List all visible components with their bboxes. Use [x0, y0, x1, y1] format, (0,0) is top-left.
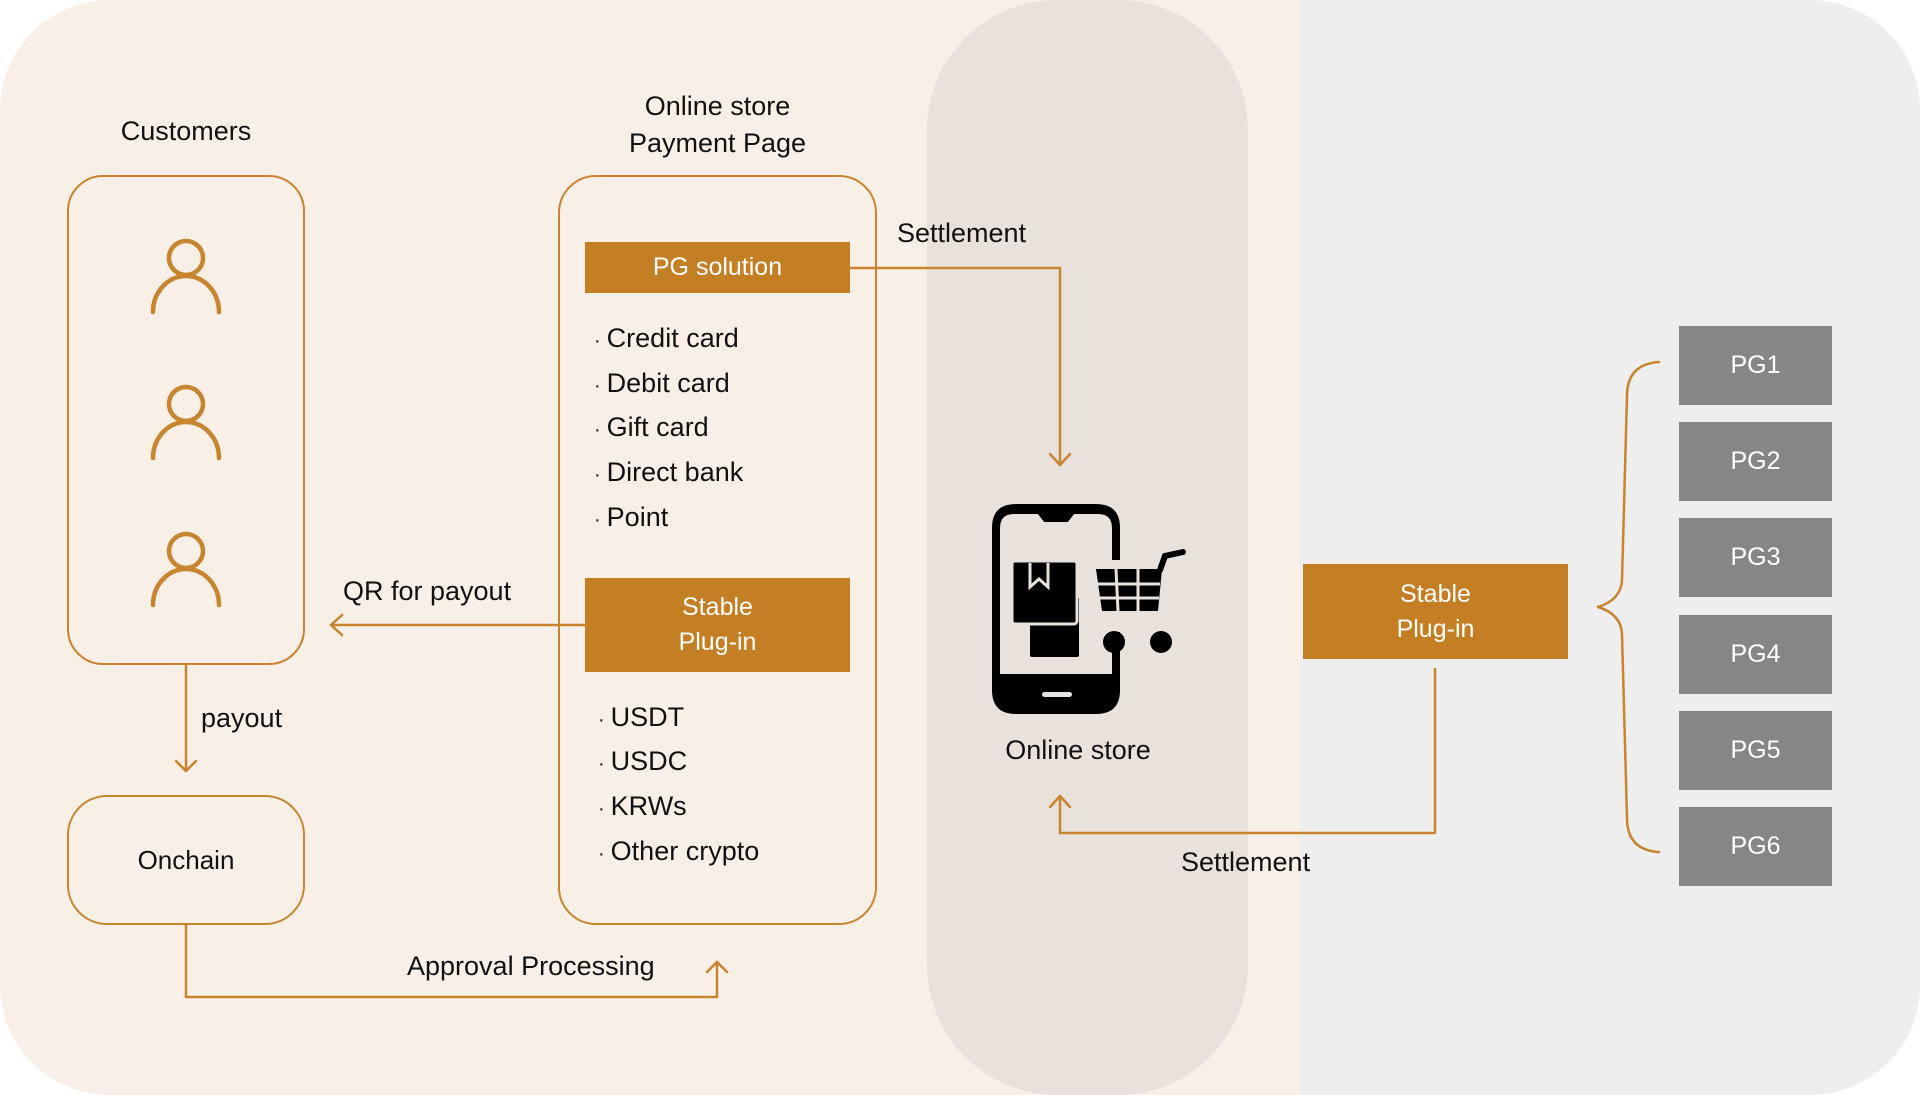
pg-method-item: ·Debit card: [594, 368, 730, 398]
pg-box: PG1: [1679, 326, 1832, 405]
payment-page-title-line2: Payment Page: [628, 128, 807, 158]
payout-label: payout: [201, 703, 283, 733]
stable-plugin-line1: Stable: [682, 593, 753, 621]
pg-method-item: ·Credit card: [594, 323, 739, 353]
person-icon: [150, 384, 222, 461]
pg-box: PG3: [1679, 518, 1832, 597]
pg-method-item: ·Direct bank: [594, 457, 744, 487]
onchain-box: Onchain: [67, 795, 305, 925]
onchain-label: Onchain: [137, 844, 235, 875]
payment-page-title: Online store Payment Page: [558, 88, 877, 162]
pg-method-item: ·Gift card: [594, 412, 709, 442]
approval-processing-label: Approval Processing: [407, 951, 655, 981]
pg-box: PG5: [1679, 711, 1832, 790]
online-store-label: Online store: [1005, 735, 1151, 765]
pg-box: PG2: [1679, 422, 1832, 501]
right-plugin-line2: Plug-in: [1396, 614, 1475, 643]
customers-title: Customers: [120, 116, 252, 146]
right-plugin-line1: Stable: [1400, 579, 1471, 608]
qr-for-payout-label: QR for payout: [343, 576, 512, 606]
online-store-band: [927, 0, 1248, 1095]
pg-method-item: ·Point: [594, 502, 669, 532]
payment-page-title-line1: Online store: [644, 91, 791, 121]
stable-plugin-line2: Plug-in: [678, 628, 757, 656]
person-icon: [150, 531, 222, 608]
crypto-method-item: ·USDT: [598, 702, 685, 732]
crypto-method-item: ·KRWs: [598, 791, 687, 821]
pg-box: PG6: [1679, 807, 1832, 886]
pg-solution-block: PG solution: [585, 242, 850, 293]
right-stable-plugin-block: Stable Plug-in: [1303, 564, 1568, 659]
mobile-shopping-cart-icon: [992, 504, 1186, 714]
crypto-method-item: ·USDC: [598, 746, 688, 776]
pg-box: PG4: [1679, 615, 1832, 694]
settlement-top-label: Settlement: [897, 218, 1027, 248]
stable-plugin-block: Stable Plug-in: [585, 578, 850, 672]
settlement-bottom-label: Settlement: [1181, 847, 1311, 877]
person-icon: [150, 238, 222, 315]
crypto-method-item: ·Other crypto: [598, 836, 760, 866]
